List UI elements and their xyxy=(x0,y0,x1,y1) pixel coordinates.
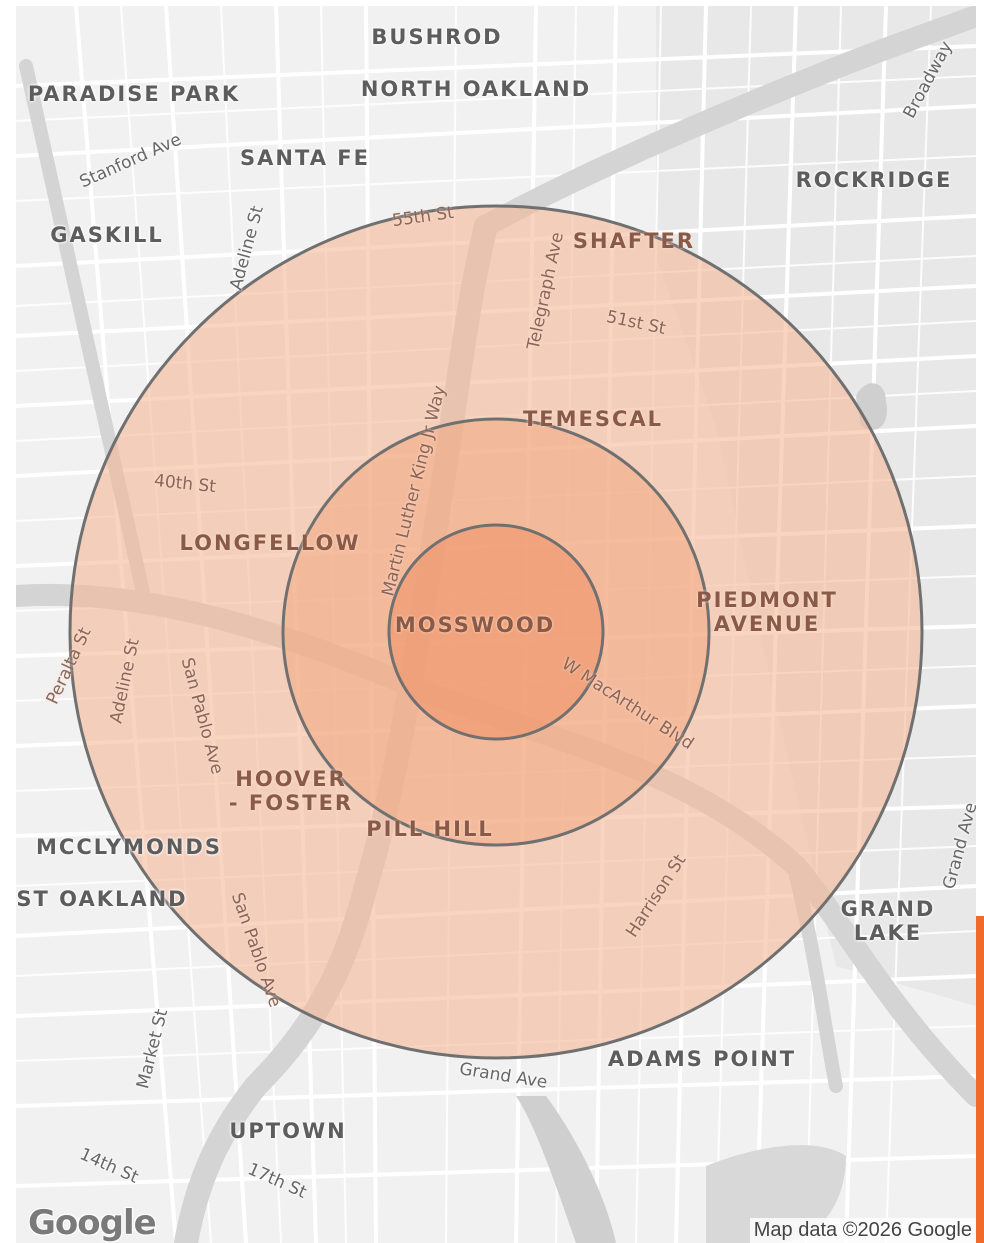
neighborhood-label-bushrod: BUSHROD xyxy=(371,25,503,49)
neighborhood-label-longfellow: LONGFELLOW xyxy=(179,531,361,555)
neighborhood-label-north-oakland: NORTH OAKLAND xyxy=(360,77,592,101)
neighborhood-label-grand-lake: GRAND LAKE xyxy=(840,897,936,945)
map-attribution[interactable]: Map data ©2026 Google xyxy=(749,1218,976,1243)
map-canvas[interactable]: BUSHROD NORTH OAKLAND PARADISE PARK SANT… xyxy=(16,6,976,1243)
neighborhood-label-gaskill: GASKILL xyxy=(50,223,164,247)
radius-ring-inner xyxy=(387,523,605,741)
neighborhood-label-santa-fe: SANTA FE xyxy=(240,146,370,170)
neighborhood-label-uptown: UPTOWN xyxy=(229,1119,347,1143)
neighborhood-label-paradise-park: PARADISE PARK xyxy=(27,82,241,106)
neighborhood-label-adams-point: ADAMS POINT xyxy=(607,1047,797,1071)
neighborhood-label-temescal: TEMESCAL xyxy=(522,407,664,431)
neighborhood-label-mcclymonds: MCCLYMONDS xyxy=(36,835,222,859)
neighborhood-label-shafter: SHAFTER xyxy=(572,229,696,253)
neighborhood-label-west-oakland: ST OAKLAND xyxy=(16,887,188,911)
neighborhood-label-mosswood: MOSSWOOD xyxy=(394,613,556,637)
neighborhood-label-piedmont-avenue: PIEDMONT AVENUE xyxy=(696,588,838,636)
edge-accent-bar xyxy=(976,916,984,1243)
map-base-layer xyxy=(16,6,976,1243)
neighborhood-label-hoover-foster: HOOVER - FOSTER xyxy=(228,767,354,815)
neighborhood-label-pill-hill: PILL HILL xyxy=(366,817,494,841)
google-logo[interactable]: Google xyxy=(28,1203,157,1243)
neighborhood-label-rockridge: ROCKRIDGE xyxy=(795,168,953,192)
